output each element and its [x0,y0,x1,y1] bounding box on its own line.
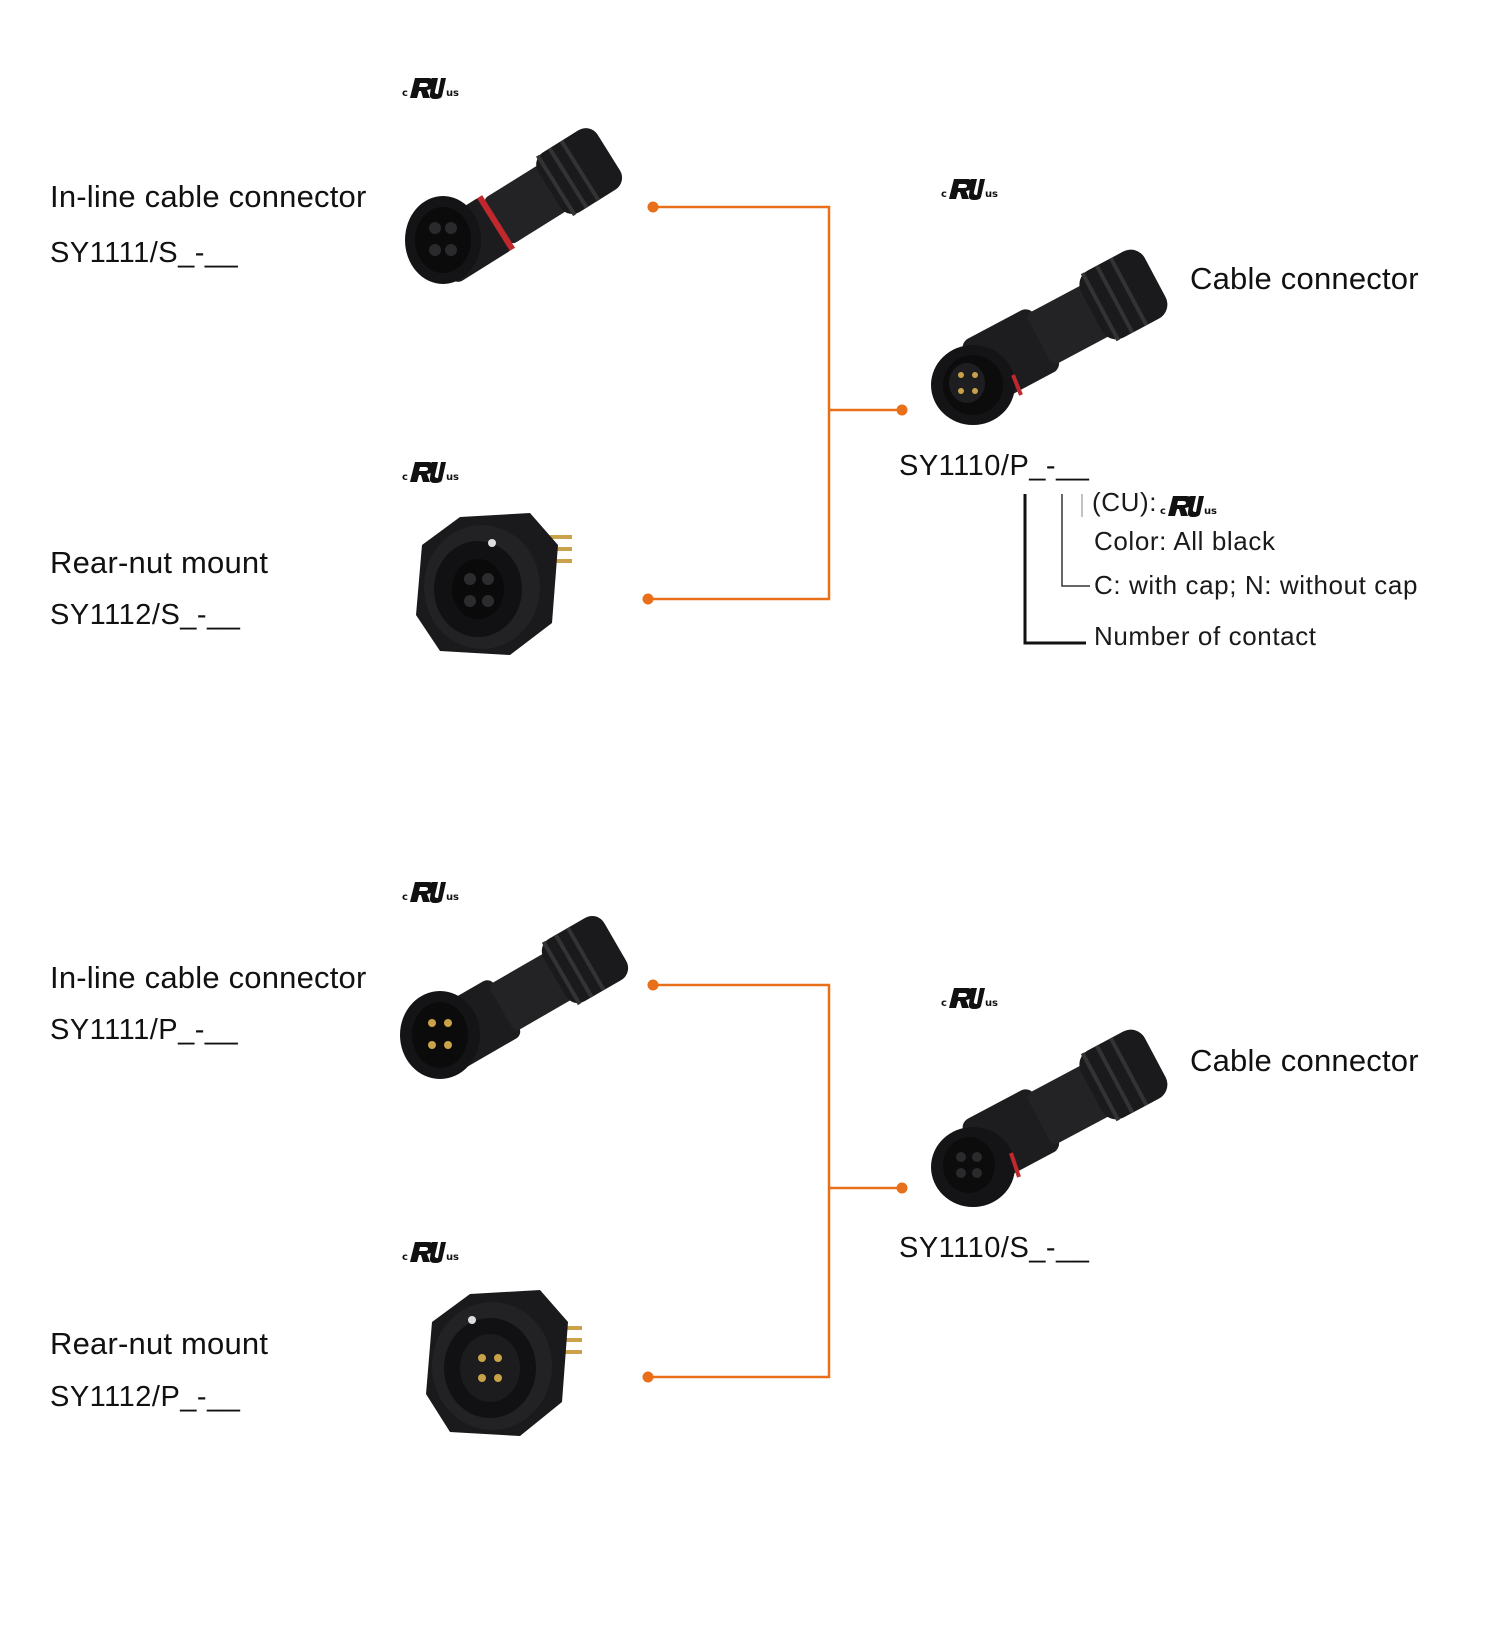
rear-nut-mount-socket-image [416,513,572,655]
group1-rear-dot [642,593,654,605]
cap-bracket [1061,494,1090,587]
group2-inline-dot [647,979,659,991]
note-contact: Number of contact [1094,621,1317,651]
group1-rear-title: Rear-nut mount [50,545,269,580]
note-color: Color: All black [1094,526,1276,556]
ul-listed-icon: c us [402,1240,459,1264]
group2-cable-dot [896,1182,908,1194]
group1-cable-dot [896,404,908,416]
group1-cable-code: SY1110/P_-__ [899,450,1090,482]
group2-inline-code: SY1111/P_-__ [50,1014,239,1046]
group2-links [648,983,902,1379]
ul-listed-icon: c us [1160,494,1217,518]
group2-cable-code: SY1110/S_-__ [899,1232,1090,1264]
ul-listed-icon: c us [402,460,459,484]
inline-cable-connector-socket-image [405,128,623,284]
contact-bracket [1023,494,1086,645]
group2-rear-code: SY1112/P_-__ [50,1381,241,1413]
note-cap: C: with cap; N: without cap [1094,570,1418,600]
group2-inline-title: In-line cable connector [50,960,367,995]
group2-bracket [648,983,831,1379]
ul-listed-icon: c us [402,76,459,100]
ul-listed-icon: c us [402,880,459,904]
ul-listed-icon: c us [941,986,998,1010]
cable-connector-socket-image [931,1029,1168,1207]
cable-connector-plug-image [931,249,1168,425]
group1-cable-title: Cable connector [1190,261,1419,296]
group1-inline-code: SY1111/S_-__ [50,237,239,269]
group1-inline-title: In-line cable connector [50,179,367,214]
group1-inline-dot [647,201,659,213]
group1-bracket [648,205,831,601]
rear-nut-mount-plug-image [426,1290,582,1436]
group2-rear-title: Rear-nut mount [50,1326,269,1361]
ul-listed-icon: c us [941,177,998,201]
code-breakdown-lines [1023,494,1090,645]
group1-links [648,205,902,601]
inline-cable-connector-plug-image [400,915,629,1079]
group1-rear-code: SY1112/S_-__ [50,599,241,631]
group2-rear-dot [642,1371,654,1383]
note-cu: (CU): [1092,487,1158,517]
group2-cable-title: Cable connector [1190,1043,1419,1078]
